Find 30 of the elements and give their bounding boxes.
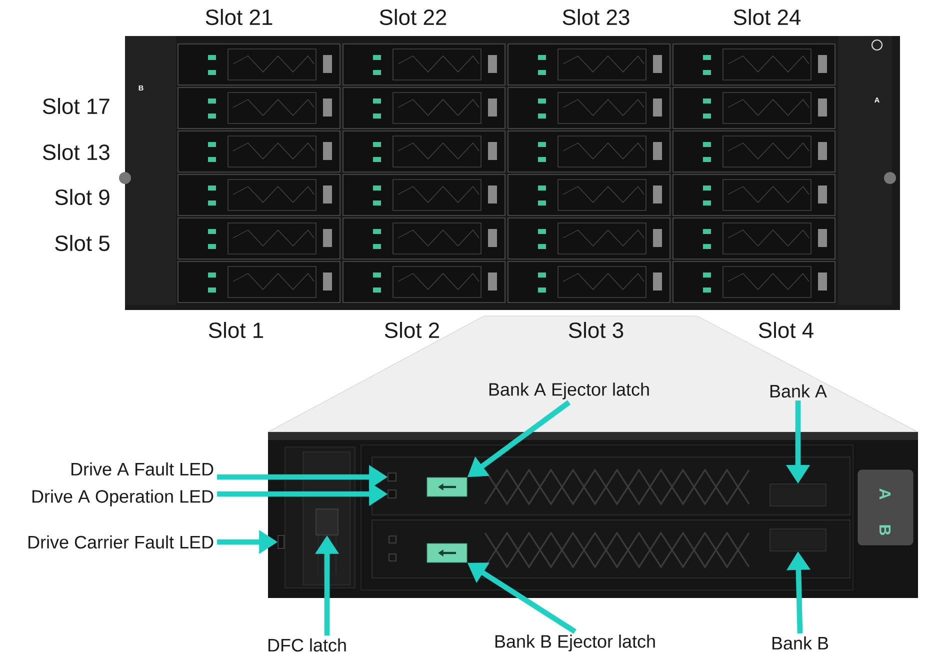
slot-label: Slot 1 <box>208 322 264 338</box>
callout-label: DFC latch <box>268 638 346 652</box>
panel-letter: A <box>880 488 890 500</box>
callout-label: Drive A Fault LED <box>72 462 214 476</box>
callout-label: Bank B Ejector latch <box>495 634 655 652</box>
led-indicator <box>278 535 284 549</box>
slot-label: Slot 4 <box>758 322 814 338</box>
slot-label: Slot 21 <box>206 8 272 26</box>
slot-label: Slot 3 <box>568 322 624 338</box>
callout-label: Drive A Operation LED <box>32 490 214 506</box>
callout-label: Bank A <box>770 384 827 398</box>
drive-handle <box>770 484 826 506</box>
slot-label: Slot 23 <box>562 8 630 26</box>
slot-label: Slot 17 <box>42 98 110 114</box>
callout-label: Bank B <box>772 636 828 650</box>
led-indicator <box>388 472 396 482</box>
ejector-button <box>426 543 468 563</box>
latch-grip <box>316 508 338 536</box>
slot-label: Slot 9 <box>55 188 110 206</box>
drive-handle <box>770 528 826 552</box>
panel-letter: B <box>880 525 890 536</box>
slot-label: Slot 5 <box>55 234 110 252</box>
slot-label: Slot 13 <box>42 144 110 160</box>
slot-label: Slot 2 <box>384 322 439 338</box>
led-indicator <box>388 490 396 498</box>
callout-label: Drive Carrier Fault LED <box>28 535 214 549</box>
callout-label: Bank A Ejector latch <box>489 382 649 400</box>
ejector-button <box>426 477 468 497</box>
slot-label: Slot 24 <box>734 8 801 26</box>
slot-label: Slot 22 <box>380 8 446 26</box>
